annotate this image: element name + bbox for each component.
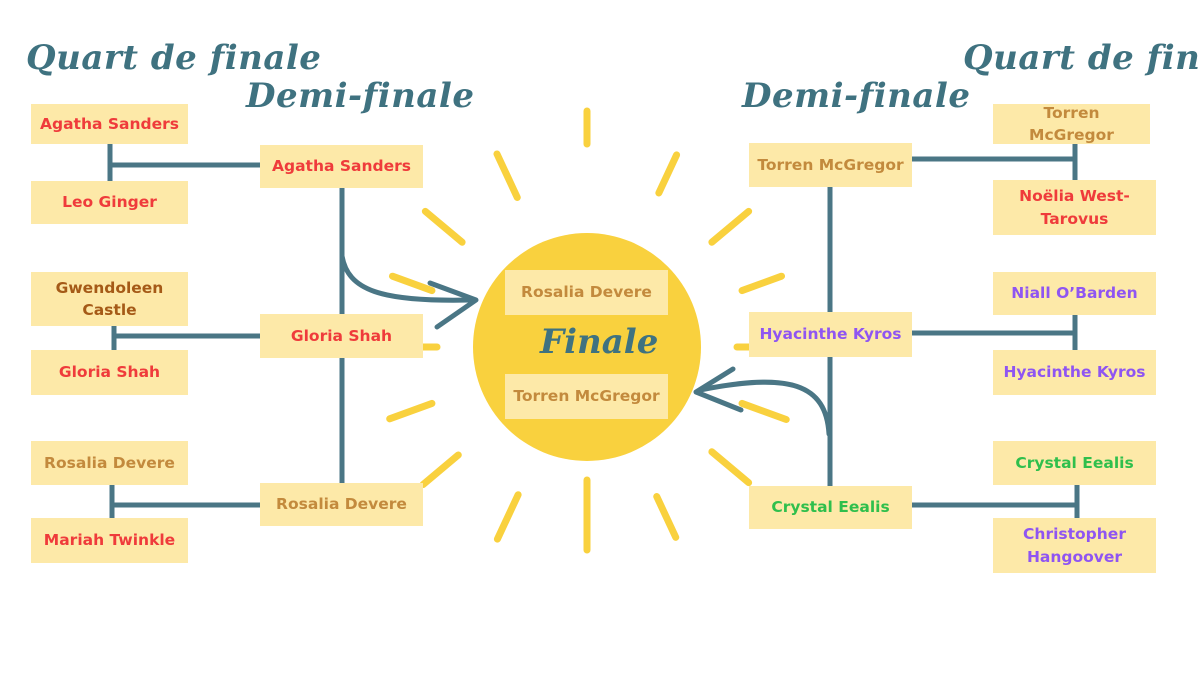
arrow-left-head <box>427 280 479 330</box>
heading-left-quarter: Quart de finale <box>26 38 322 78</box>
finale-title: Finale <box>540 322 659 362</box>
left-quarter-player-2: Leo Ginger <box>31 181 188 224</box>
sun-ray <box>708 448 753 487</box>
right-quarter-player-5: Crystal Eealis <box>993 441 1156 485</box>
right-quarter-player-6: Christopher Hangoover <box>993 518 1156 573</box>
heading-left-semi: Demi-finale <box>246 76 475 116</box>
sun-ray <box>655 151 681 197</box>
sun-ray <box>419 451 462 489</box>
left-quarter-player-6: Mariah Twinkle <box>31 518 188 563</box>
finale-player-1: Rosalia Devere <box>505 270 668 315</box>
arrow-to-finale-left <box>339 253 479 330</box>
sun-ray <box>493 491 522 543</box>
sun-ray <box>493 150 521 201</box>
heading-right-semi: Demi-finale <box>742 76 971 116</box>
arrow-right-head <box>693 366 744 413</box>
right-quarter-player-4: Hyacinthe Kyros <box>993 350 1156 395</box>
right-quarter-player-2: Noëlia West-Tarovus <box>993 180 1156 235</box>
right-quarter-player-3: Niall O’Barden <box>993 272 1156 315</box>
sun-ray <box>388 272 436 295</box>
arrow-left-curve <box>339 253 473 303</box>
right-semi-player-2: Hyacinthe Kyros <box>749 312 912 357</box>
arrow-right-curve <box>697 379 832 437</box>
right-semi-player-3: Crystal Eealis <box>749 486 912 529</box>
bracket-connectors <box>107 144 1080 518</box>
sun-ray <box>708 207 753 246</box>
left-semi-player-1: Agatha Sanders <box>260 145 423 188</box>
left-semi-player-3: Rosalia Devere <box>260 483 423 526</box>
sun-ray <box>738 399 790 424</box>
sun-ray <box>738 272 786 295</box>
left-quarter-player-5: Rosalia Devere <box>31 441 188 485</box>
sun-ray <box>386 399 436 423</box>
left-quarter-player-3: Gwendoleen Castle <box>31 272 188 326</box>
right-quarter-player-1: Torren McGregor <box>993 104 1150 144</box>
sun-ray <box>421 207 466 246</box>
heading-right-quarter: Quart de finale <box>963 38 1200 78</box>
left-quarter-player-4: Gloria Shah <box>31 350 188 395</box>
right-semi-player-1: Torren McGregor <box>749 143 912 187</box>
finale-player-2: Torren McGregor <box>505 374 668 419</box>
arrow-to-finale-right <box>693 366 832 437</box>
left-semi-player-2: Gloria Shah <box>260 314 423 358</box>
left-quarter-player-1: Agatha Sanders <box>31 104 188 144</box>
sun-ray <box>653 493 680 541</box>
